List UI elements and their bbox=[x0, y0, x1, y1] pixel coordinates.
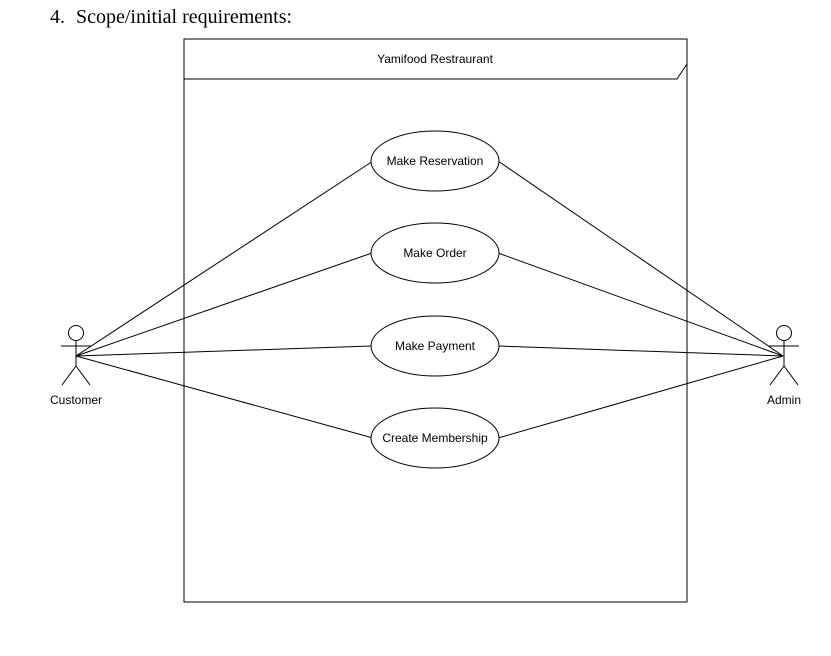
associations bbox=[75, 160, 784, 439]
association-customer-reservation bbox=[75, 160, 374, 357]
use-case-ellipse bbox=[370, 407, 500, 469]
use-case-make-reservation: Make Reservation bbox=[370, 130, 500, 192]
customer-label: Customer bbox=[50, 393, 102, 407]
association-admin-order bbox=[497, 252, 784, 357]
association-customer-order bbox=[75, 252, 373, 357]
system-title-tab bbox=[184, 63, 688, 80]
use-case-label: Make Reservation bbox=[387, 154, 484, 168]
actor-left-leg bbox=[61, 365, 77, 386]
use-case-label: Make Order bbox=[403, 246, 466, 260]
use-case-make-payment: Make Payment bbox=[370, 315, 500, 377]
admin-label: Admin bbox=[767, 393, 801, 407]
use-case-ellipse bbox=[370, 222, 500, 284]
actor-head bbox=[68, 325, 84, 341]
association-admin-membership bbox=[497, 355, 784, 439]
section-number: 4. bbox=[50, 6, 65, 28]
association-admin-reservation bbox=[497, 160, 784, 357]
use-case-label: Make Payment bbox=[395, 339, 476, 353]
use-case-make-order: Make Order bbox=[370, 222, 500, 284]
association-admin-payment bbox=[498, 345, 784, 357]
use-case-ellipse bbox=[370, 315, 500, 377]
use-case-create-membership: Create Membership bbox=[370, 407, 500, 469]
customer-actor-icon bbox=[61, 325, 91, 386]
system-boundary bbox=[183, 38, 688, 603]
use-case-ellipse bbox=[370, 130, 500, 192]
actor-head bbox=[776, 325, 792, 341]
actor-right-leg bbox=[75, 365, 91, 386]
association-customer-membership bbox=[75, 355, 374, 439]
section-heading: 4. Scope/initial requirements: bbox=[50, 6, 292, 29]
use-case-label: Create Membership bbox=[382, 431, 488, 445]
association-customer-payment bbox=[75, 345, 372, 357]
section-title: Scope/initial requirements: bbox=[76, 6, 293, 28]
actor-left-leg bbox=[769, 365, 785, 386]
system-name: Yamifood Restraurant bbox=[377, 52, 494, 66]
actor-right-leg bbox=[783, 365, 799, 386]
admin-actor-icon bbox=[769, 325, 799, 386]
